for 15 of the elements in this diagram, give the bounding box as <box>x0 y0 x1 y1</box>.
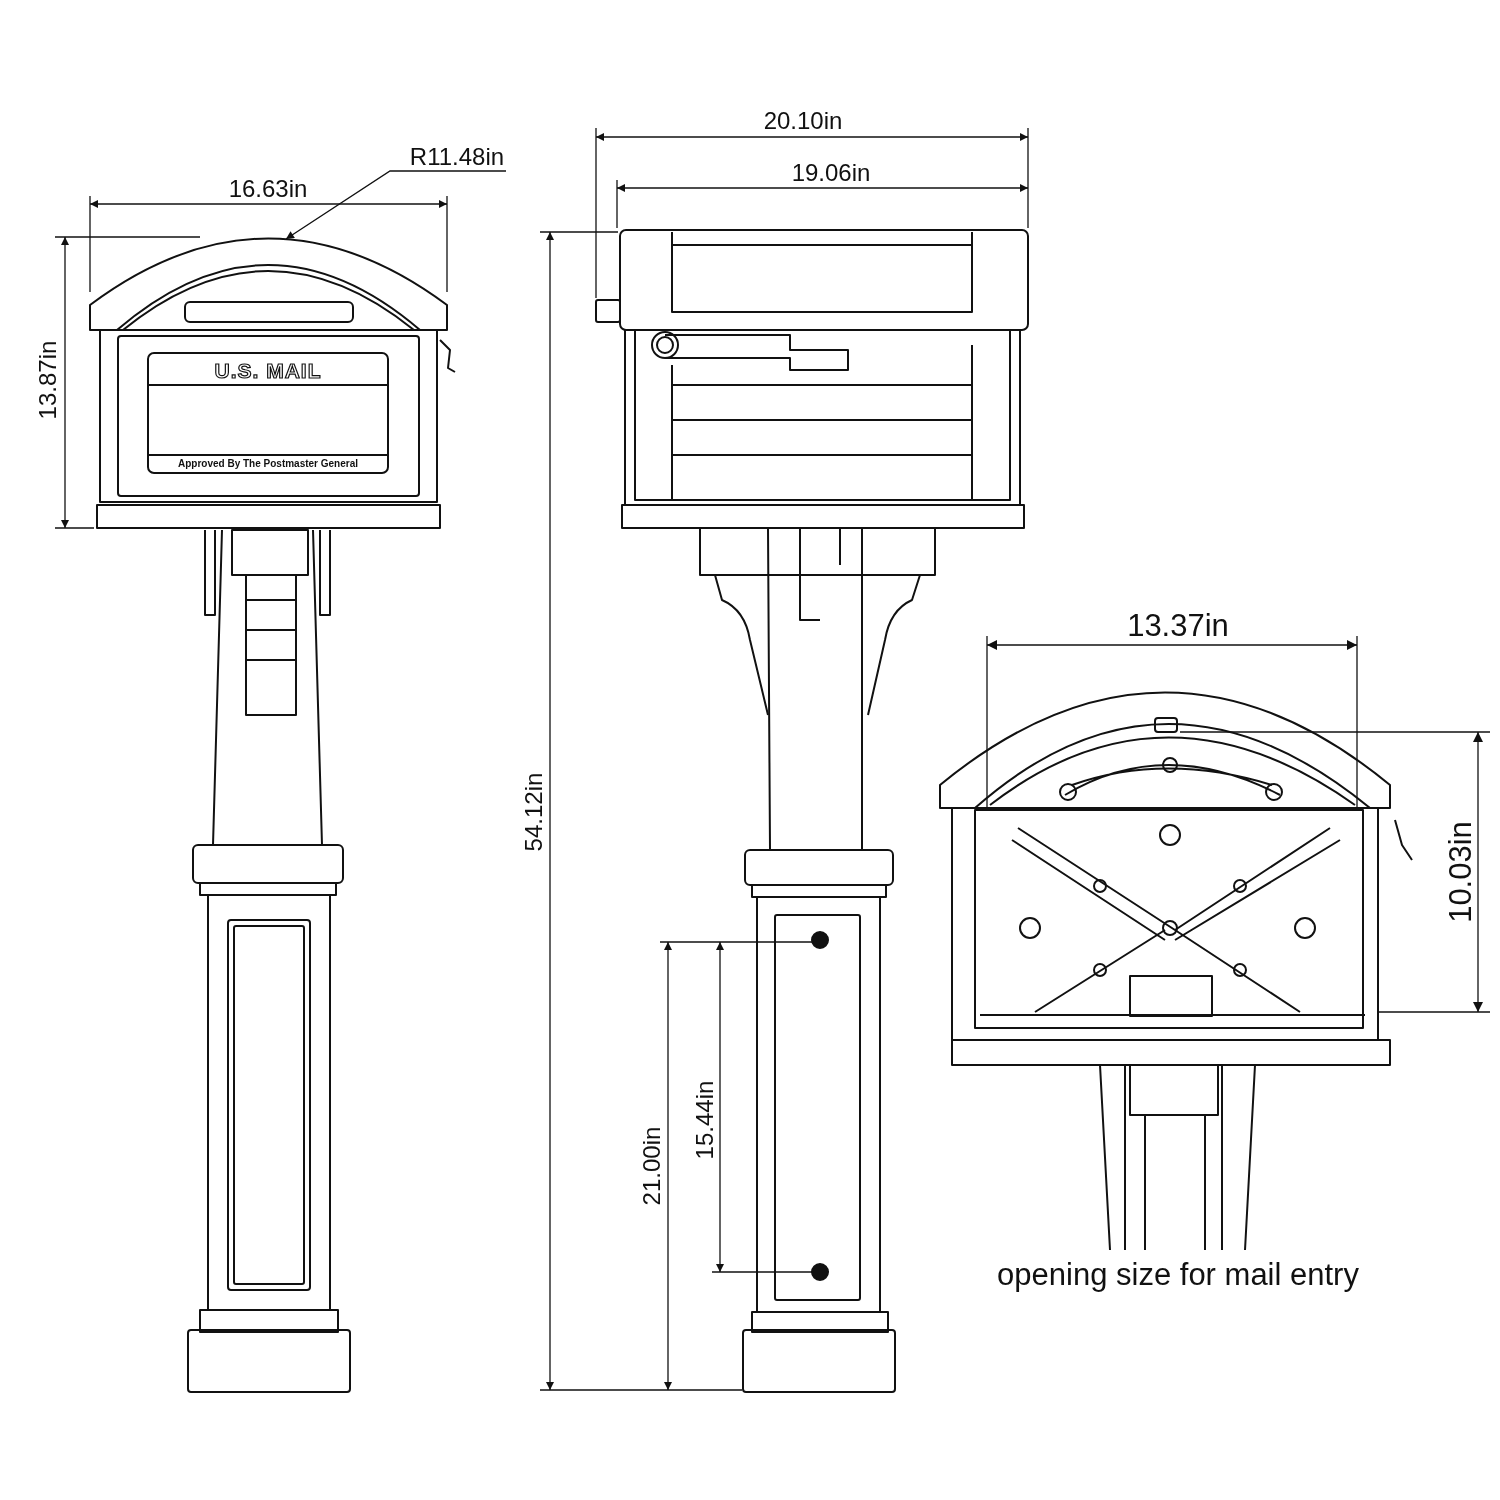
dimension-label: 13.87in <box>36 340 60 420</box>
dimension-label: 54.12in <box>522 772 546 852</box>
leader-line <box>285 170 507 240</box>
radius-label: R11.48in <box>409 145 505 169</box>
dimension-label: 16.63in <box>228 177 308 201</box>
dimension-label: 10.03in <box>1444 821 1476 923</box>
caption: opening size for mail entry <box>997 1258 1359 1290</box>
dimension-label: 13.37in <box>1127 609 1229 641</box>
mailbox-lettering: U.S. MAIL <box>214 359 322 381</box>
dimension-label: 20.10in <box>763 109 843 133</box>
dimension-label: 21.00in <box>640 1126 664 1206</box>
fine-print: Approved By The Postmaster General <box>177 459 359 469</box>
dimension-label: 19.06in <box>791 161 871 185</box>
mailbox-roof <box>89 237 448 331</box>
dimension-label: 15.44in <box>693 1080 717 1160</box>
